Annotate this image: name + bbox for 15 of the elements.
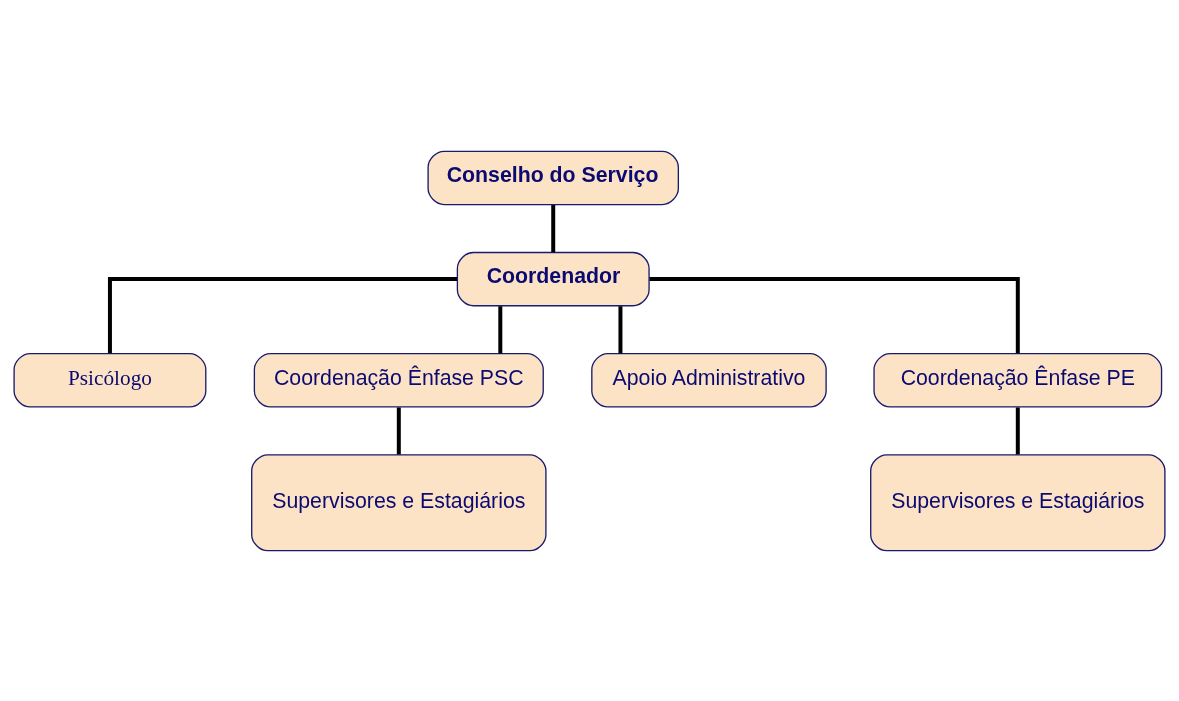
node-box: Supervisores e Estagiários [870, 453, 1166, 551]
node-box: Supervisores e Estagiários [251, 453, 547, 551]
connector [498, 305, 503, 353]
connector [396, 406, 401, 454]
connector [649, 276, 1020, 353]
node-box: Apoio Administrativo [591, 352, 827, 408]
node-box: Coordenação Ênfase PSC [253, 352, 544, 408]
connector [551, 204, 556, 252]
connector [1015, 406, 1020, 454]
node-box: Conselho do Serviço [427, 150, 680, 205]
node-box: Psicólogo [13, 352, 207, 408]
node-box: Coordenador [456, 251, 650, 306]
node-box: Coordenação Ênfase PE [873, 352, 1163, 408]
connector [618, 305, 623, 353]
connector [107, 276, 458, 353]
